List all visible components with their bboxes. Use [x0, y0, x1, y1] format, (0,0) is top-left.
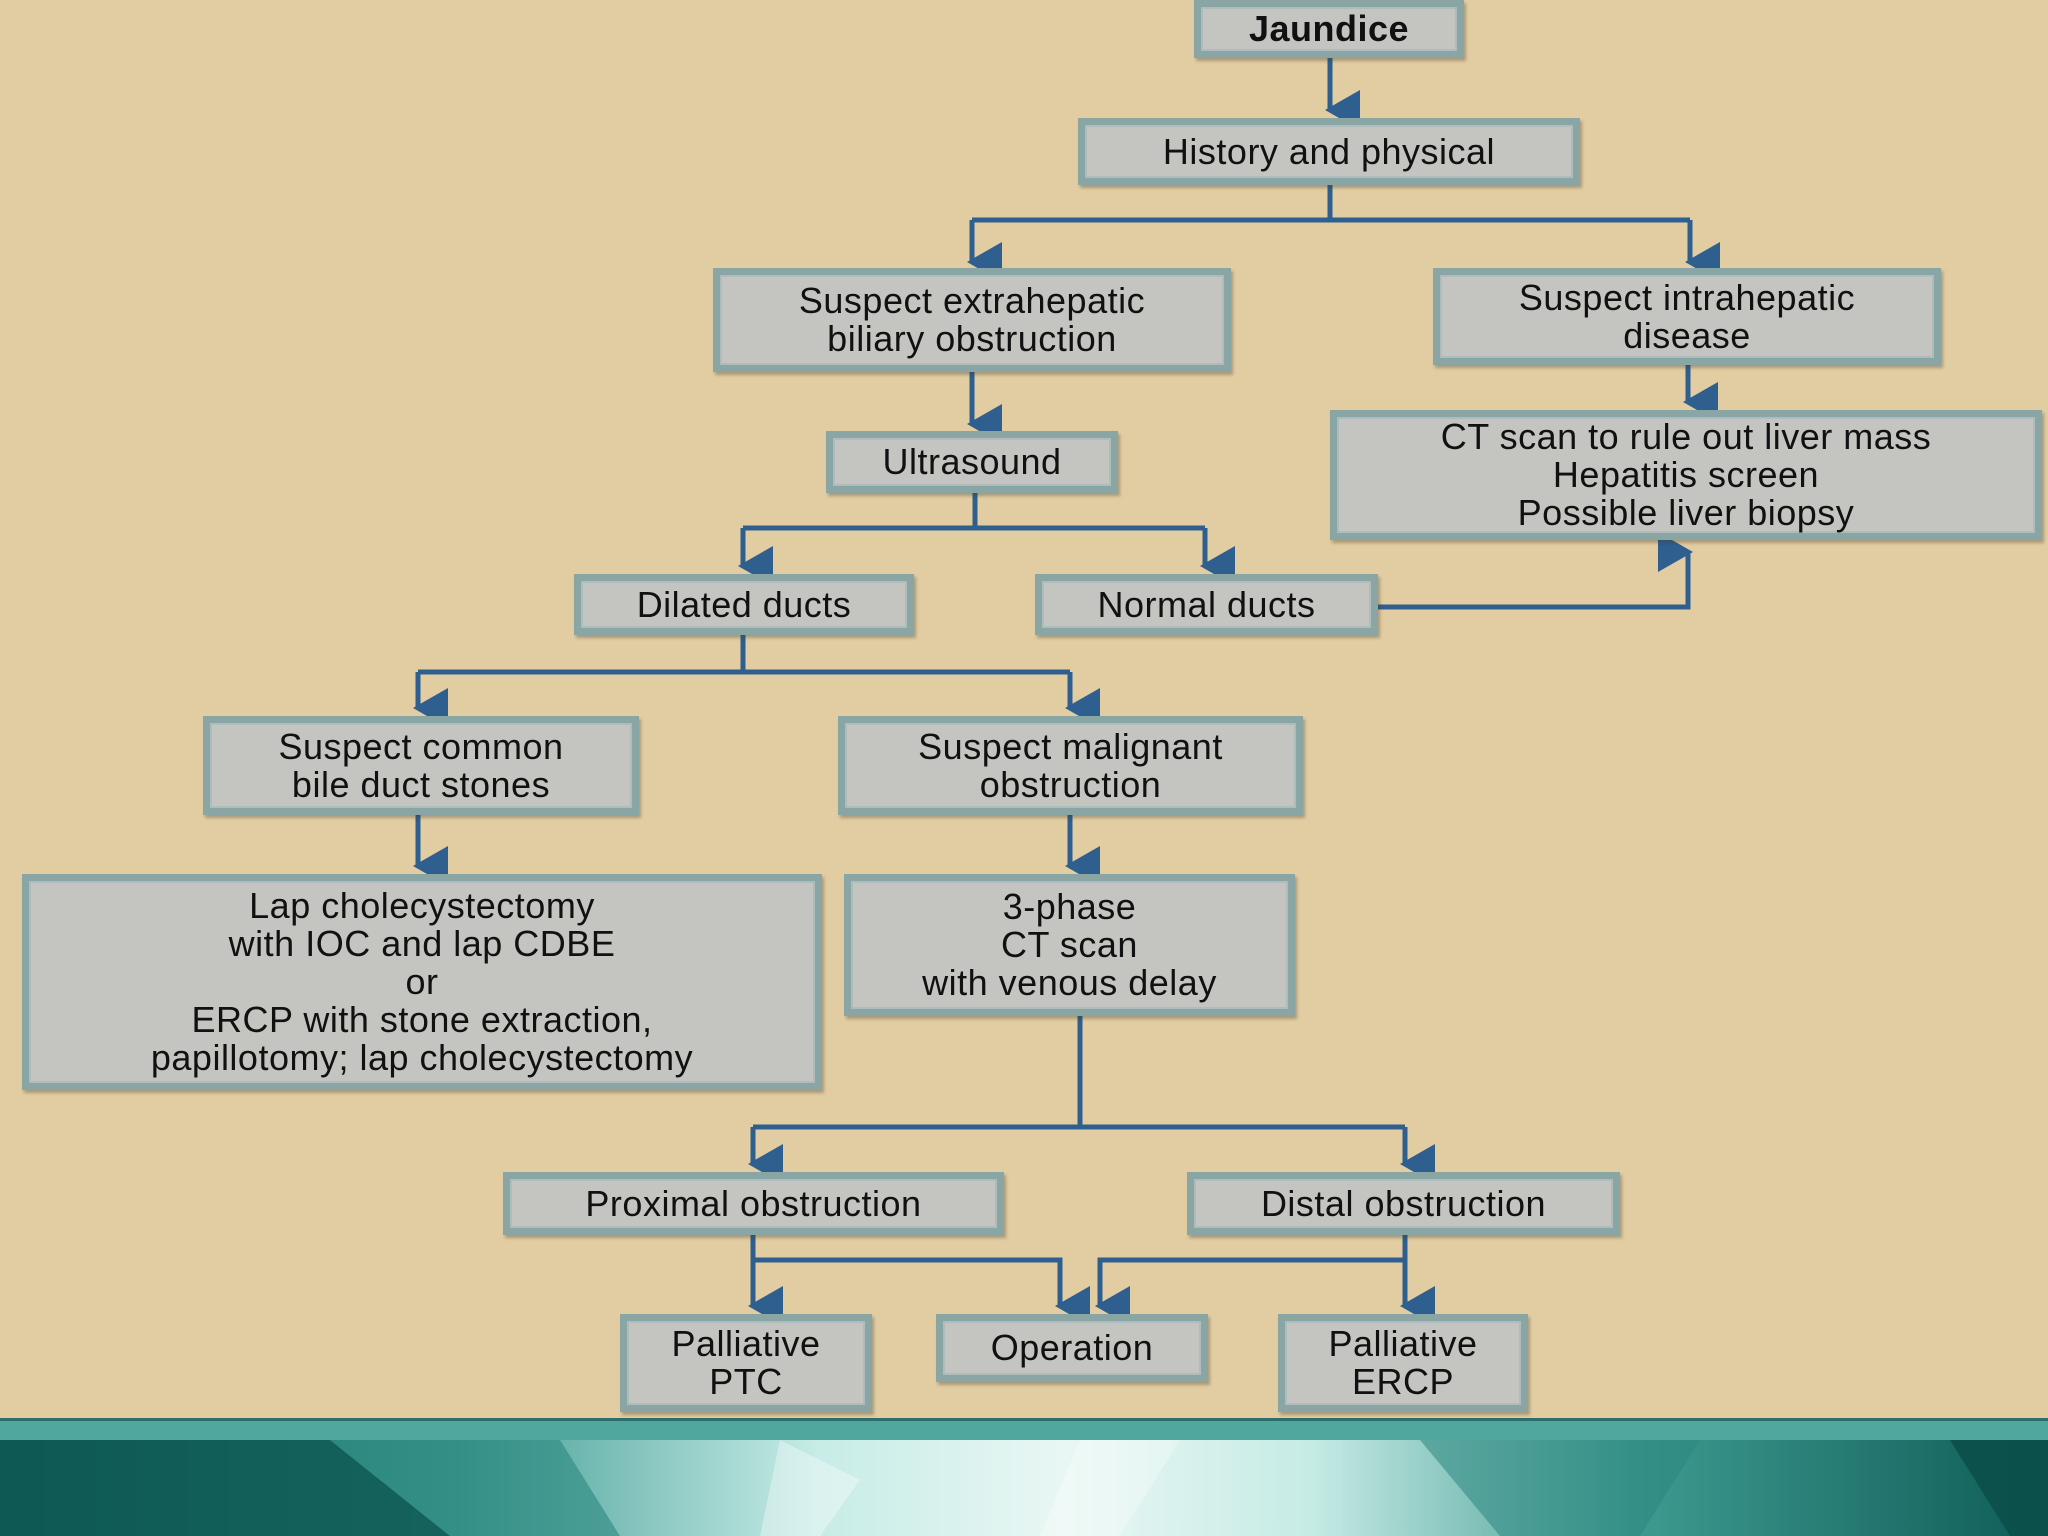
node-normal-ducts: Normal ducts: [1035, 574, 1378, 635]
node-suspect-extrahepatic: Suspect extrahepatic biliary obstruction: [713, 268, 1231, 372]
slide-footer-decoration: [0, 1418, 2048, 1536]
arrow-proximal-operation: [753, 1257, 1090, 1326]
footer-divider: [0, 1418, 2048, 1443]
footer-facets: [0, 1440, 2048, 1536]
arrow-normal-ct: [1378, 532, 1693, 610]
node-palliative-ercp: Palliative ERCP: [1278, 1314, 1528, 1412]
node-ultrasound: Ultrasound: [826, 431, 1118, 493]
connector-lines: [413, 58, 1720, 1326]
arrow-distal-operation: [1095, 1257, 1405, 1326]
flowchart: Jaundice History and physical Suspect ex…: [22, 0, 2042, 1412]
node-suspect-intrahepatic: Suspect intrahepatic disease: [1433, 268, 1941, 365]
node-distal-obstruction: Distal obstruction: [1187, 1172, 1620, 1235]
node-operation: Operation: [936, 1314, 1208, 1382]
node-proximal-obstruction: Proximal obstruction: [503, 1172, 1004, 1235]
node-history-and-physical: History and physical: [1078, 118, 1580, 185]
node-jaundice: Jaundice: [1194, 0, 1464, 58]
node-ct-liver-workup: CT scan to rule out liver mass Hepatitis…: [1330, 410, 2042, 540]
node-suspect-malignant: Suspect malignant obstruction: [838, 716, 1303, 815]
node-suspect-cbd-stones: Suspect common bile duct stones: [203, 716, 639, 815]
node-dilated-ducts: Dilated ducts: [574, 574, 914, 635]
node-palliative-ptc: Palliative PTC: [620, 1314, 872, 1412]
node-lap-cholecystectomy: Lap cholecystectomy with IOC and lap CDB…: [22, 874, 822, 1090]
node-3-phase-ct: 3-phase CT scan with venous delay: [844, 874, 1295, 1016]
